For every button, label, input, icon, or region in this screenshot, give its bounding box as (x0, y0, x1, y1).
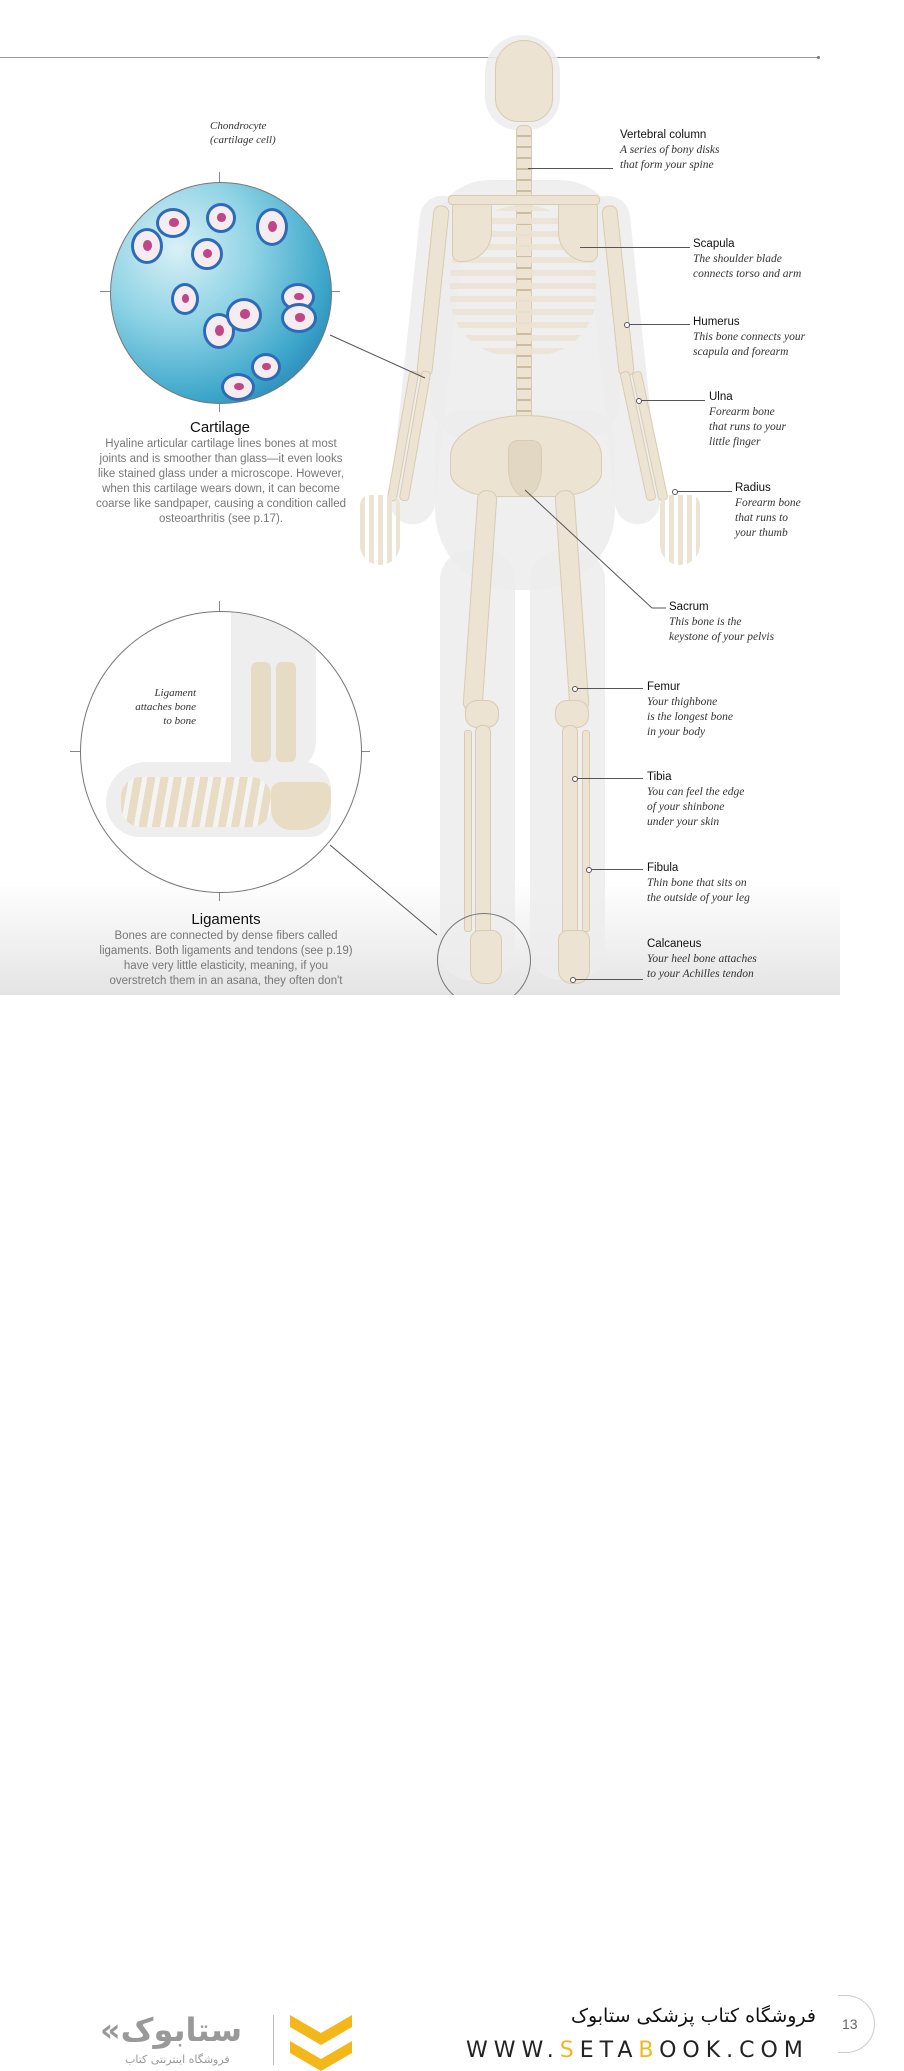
label-fibula: Fibula Thin bone that sits on the outsid… (647, 862, 750, 904)
skull (495, 40, 553, 122)
label-ulna: Ulna Forearm bone that runs to your litt… (709, 391, 786, 448)
setabook-logo-text: «ستابوک (100, 2011, 243, 2049)
label-humerus: Humerus This bone connects your scapula … (693, 316, 806, 358)
top-rule-divider (0, 56, 820, 59)
sacrum (508, 440, 542, 497)
scapula-left (452, 200, 492, 262)
label-scapula: Scapula The shoulder blade connects tors… (693, 238, 802, 280)
page-number: 13 (838, 1995, 875, 2053)
label-tibia: Tibia You can feel the edge of your shin… (647, 771, 745, 828)
ligaments-heading: Ligaments (191, 911, 261, 928)
page-bottom-fade (0, 880, 840, 995)
label-calcaneus: Calcaneus Your heel bone attaches to you… (647, 938, 757, 980)
ligaments-body: Bones are connected by dense fibers call… (99, 930, 353, 987)
footer-banner: 13 فروشگاه کتاب پزشکی ستابوک WWW.SETABOO… (0, 995, 904, 2071)
chevron-logo-icon-2 (290, 2041, 352, 2071)
label-sacrum: Sacrum This bone is the keystone of your… (669, 601, 775, 643)
cartilage-heading: Cartilage (189, 419, 251, 436)
store-url[interactable]: WWW.SETABOOK.COM (466, 2038, 809, 2063)
label-radius: Radius Forearm bone that runs to your th… (735, 482, 801, 539)
book-page: Vertebral column A series of bony disks … (0, 0, 904, 1007)
cartilage-body: Hyaline articular cartilage lines bones … (96, 438, 346, 525)
ankle-ligament-illustration (80, 611, 362, 893)
cartilage-micrograph (110, 182, 332, 404)
ligament-callout: Ligament attaches bone to bone (135, 687, 196, 727)
store-name: فروشگاه کتاب پزشکی ستابوک (570, 2005, 816, 2027)
skeleton-illustration (330, 30, 710, 995)
label-femur: Femur Your thighbone is the longest bone… (647, 681, 733, 738)
chondrocyte-callout: Chondrocyte (cartilage cell) (210, 120, 276, 146)
setabook-logo-subtitle: فروشگاه اینترنتی کتاب (125, 2053, 230, 2066)
calcaneus-right (558, 930, 590, 984)
logo-divider (273, 2015, 274, 2065)
label-vertebral-column: Vertebral column A series of bony disks … (620, 129, 720, 171)
